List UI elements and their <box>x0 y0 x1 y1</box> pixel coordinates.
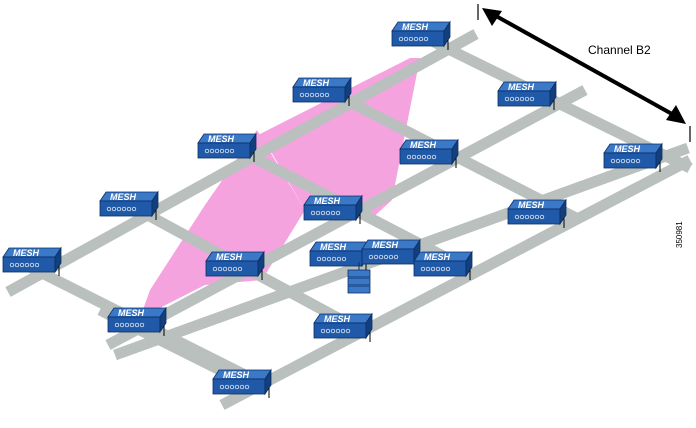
mesh-node-icon: MESH <box>313 312 373 342</box>
mesh-node-icon: MESH <box>292 76 352 106</box>
figure-id: 350981 <box>675 221 684 248</box>
arrow-head-right <box>666 105 686 124</box>
mesh-node-icon: MESH <box>205 250 265 280</box>
road-row-1 <box>5 29 479 297</box>
server-stack-icon <box>347 262 371 294</box>
arrow-head-left <box>482 8 502 26</box>
mesh-node-icon: MESH <box>197 132 257 162</box>
mesh-node-label: MESH <box>320 242 347 252</box>
mesh-node-icon: MESH <box>507 198 567 228</box>
mesh-node-label: MESH <box>508 82 535 92</box>
mesh-node-label: MESH <box>314 196 341 206</box>
mesh-node-label: MESH <box>303 78 330 88</box>
channel-arrow <box>477 4 691 142</box>
mesh-node-label: MESH <box>13 248 40 258</box>
mesh-node-icon: MESH <box>399 138 459 168</box>
mesh-node-label: MESH <box>223 370 250 380</box>
mesh-nodes: MESH MESH MESH MESH MESH MESH MESH MESH MESH MESH… <box>2 20 663 398</box>
mesh-node-label: MESH <box>424 252 451 262</box>
mesh-node-label: MESH <box>324 314 351 324</box>
mesh-node-label: MESH <box>518 200 545 210</box>
mesh-node-icon: MESH <box>2 246 62 276</box>
mesh-node-label: MESH <box>208 134 235 144</box>
coverage-area-left <box>140 130 305 318</box>
mesh-node-label: MESH <box>216 252 243 262</box>
mesh-node-icon: MESH <box>212 368 272 398</box>
mesh-node-icon: MESH <box>99 190 159 220</box>
coverage-areas <box>140 58 420 318</box>
channel-label: Channel B2 <box>588 43 651 57</box>
road-row-4 <box>219 155 693 410</box>
mesh-node-label: MESH <box>410 140 437 150</box>
mesh-node-icon: MESH <box>107 306 167 336</box>
mesh-node-icon: MESH <box>497 80 557 110</box>
mesh-node-label: MESH <box>402 22 429 32</box>
mesh-node-icon: MESH <box>603 142 663 172</box>
mesh-node-icon: MESH <box>309 240 369 270</box>
mesh-node-icon: MESH <box>391 20 451 50</box>
mesh-node-label: MESH <box>118 308 145 318</box>
mesh-node-label: MESH <box>110 192 137 202</box>
mesh-node-icon: MESH <box>413 250 473 280</box>
mesh-node-icon: MESH <box>361 238 421 268</box>
mesh-node-icon: MESH <box>303 194 363 224</box>
mesh-node-label: MESH <box>614 144 641 154</box>
mesh-node-label: MESH <box>372 240 399 250</box>
